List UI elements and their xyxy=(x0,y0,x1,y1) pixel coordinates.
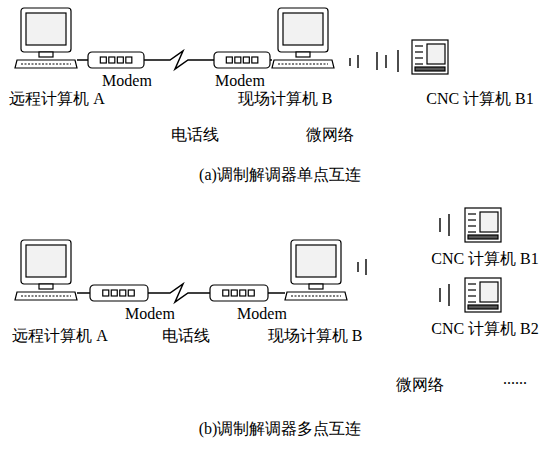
device-label: 现场计算机 B xyxy=(268,327,363,345)
device-label: 远程计算机 A xyxy=(9,90,105,108)
line-label: 电话线 xyxy=(171,126,219,144)
computer-icon: 远程计算机 A xyxy=(15,240,77,302)
device-drawing xyxy=(465,208,501,242)
network-label: 微网络 xyxy=(396,376,444,394)
device-label: CNC 计算机 B1 xyxy=(426,90,534,108)
cable-line xyxy=(77,292,90,294)
computer-icon: 现场计算机 B xyxy=(272,8,334,70)
device-label: Modem xyxy=(215,72,265,90)
modem-icon: Modem xyxy=(88,52,144,68)
device-drawing xyxy=(90,285,148,301)
modem-icon: Modem xyxy=(210,285,268,301)
device-label: 现场计算机 B xyxy=(238,90,333,108)
device-label: Modem xyxy=(102,72,152,90)
cnc-icon: CNC 计算机 B2 xyxy=(465,278,501,312)
device-drawing xyxy=(15,240,77,302)
device-label: 远程计算机 A xyxy=(12,327,108,345)
cable-line xyxy=(268,292,285,294)
ellipsis-mark: ...... xyxy=(503,370,527,388)
device-drawing xyxy=(210,285,268,301)
modem-icon: Modem xyxy=(90,285,148,301)
device-drawing xyxy=(15,8,77,70)
modem-icon: Modem xyxy=(214,52,270,68)
device-label: Modem xyxy=(125,305,175,323)
cable-line xyxy=(77,59,88,61)
device-drawing xyxy=(214,52,270,68)
telephone-line xyxy=(148,284,210,302)
device-drawing xyxy=(412,40,448,74)
device-label: CNC 计算机 B2 xyxy=(431,320,539,338)
cnc-icon: CNC 计算机 B1 xyxy=(412,40,448,74)
figure-caption: (b)调制解调器多点互连 xyxy=(199,420,362,438)
line-label: 电话线 xyxy=(162,327,210,345)
computer-icon: 远程计算机 A xyxy=(15,8,77,70)
device-label: Modem xyxy=(237,305,287,323)
computer-icon: 现场计算机 B xyxy=(285,240,347,302)
device-label: CNC 计算机 B1 xyxy=(431,250,539,268)
telephone-line xyxy=(144,51,214,69)
device-drawing xyxy=(88,52,144,68)
device-drawing xyxy=(272,8,334,70)
device-drawing xyxy=(465,278,501,312)
network-label: 微网络 xyxy=(306,126,354,144)
figure-caption: (a)调制解调器单点互连 xyxy=(199,166,361,184)
cnc-icon: CNC 计算机 B1 xyxy=(465,208,501,242)
device-drawing xyxy=(285,240,347,302)
